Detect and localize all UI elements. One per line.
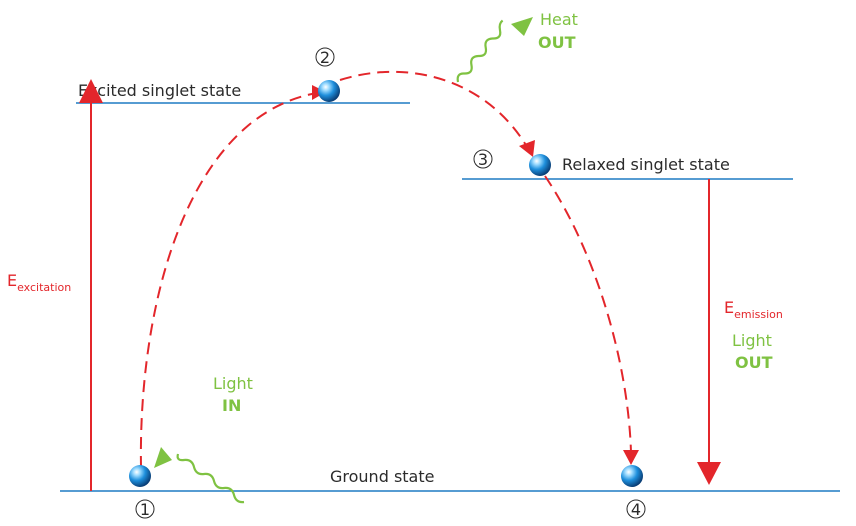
step-2-badge: 2 — [315, 47, 335, 67]
relaxed-state-label: Relaxed singlet state — [562, 155, 730, 174]
emission-out-label: OUT — [735, 353, 773, 372]
emission-light-label: Light — [732, 331, 772, 350]
electron-ground-start — [129, 465, 151, 487]
step-3-badge: 3 — [473, 149, 493, 169]
excited-state-label: Excited singlet state — [78, 81, 241, 100]
heat-out-label: OUT — [538, 33, 576, 52]
excitation-path — [139, 91, 324, 469]
svg-text:3: 3 — [478, 150, 488, 169]
light-in-word: Light — [213, 374, 253, 393]
heat-out-word: Heat — [540, 10, 578, 29]
emission-path-arrowhead — [623, 450, 639, 465]
heat-out-wave — [456, 17, 533, 83]
excitation-energy-label: Eexcitation — [7, 271, 71, 294]
svg-text:1: 1 — [140, 500, 150, 519]
light-in-wave — [154, 447, 245, 504]
relaxation-path-arrowhead — [519, 140, 535, 157]
ground-state-label: Ground state — [330, 467, 434, 486]
emission-energy-label: Eemission — [724, 298, 783, 321]
svg-text:2: 2 — [320, 48, 330, 67]
vibrational-relaxation-path — [339, 70, 531, 153]
step-1-badge: 1 — [135, 499, 155, 519]
svg-text:4: 4 — [631, 500, 641, 519]
electron-ground-end — [621, 465, 643, 487]
excitation-arrow — [79, 79, 103, 491]
emission-arrow — [697, 179, 721, 485]
step-4-badge: 4 — [626, 499, 646, 519]
electron-excited — [318, 80, 340, 102]
light-in-label: IN — [222, 396, 241, 415]
emission-path — [544, 175, 632, 453]
electron-relaxed — [529, 154, 551, 176]
